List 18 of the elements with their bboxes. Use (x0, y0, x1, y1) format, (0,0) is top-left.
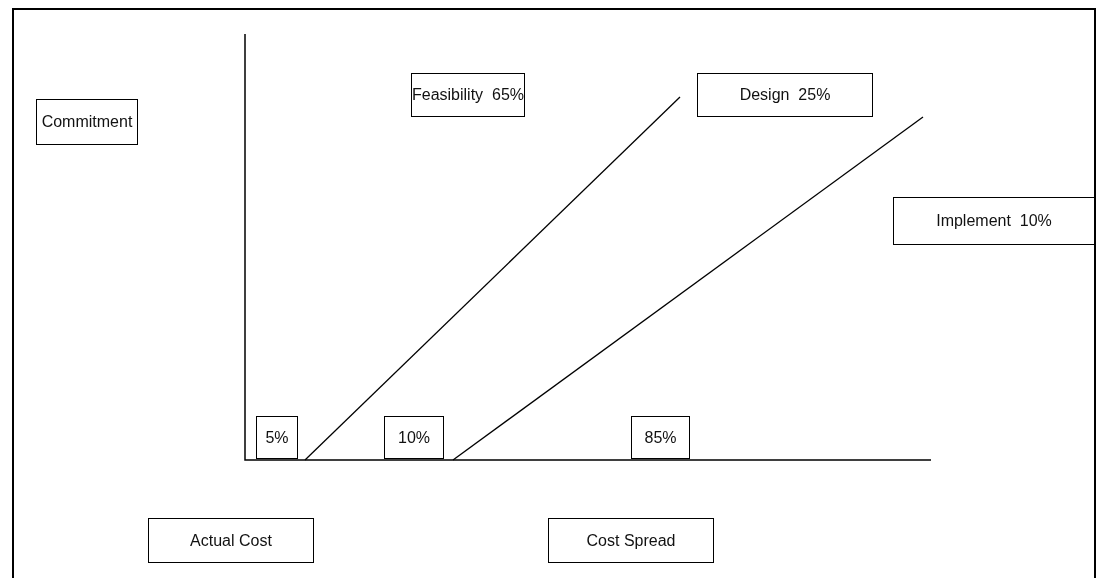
label-box (256, 416, 298, 459)
box-label: Implement 10% (936, 212, 1052, 230)
label-box (384, 416, 444, 459)
box-label: Cost Spread (586, 531, 676, 550)
label-box (148, 518, 314, 563)
label-box (36, 99, 138, 145)
label-box (893, 197, 1095, 245)
box-label: Actual Cost (190, 531, 272, 550)
label-box (631, 416, 690, 459)
box-label: Design 25% (739, 86, 831, 104)
box-label: 85% (644, 428, 677, 447)
box-label: Commitment (41, 113, 133, 131)
box-label: Feasibility 65% (412, 86, 525, 104)
box-label: 10% (398, 428, 430, 447)
label-box (548, 518, 714, 563)
label-box (697, 73, 873, 117)
label-box (411, 73, 525, 117)
box-label: 5% (265, 428, 289, 447)
